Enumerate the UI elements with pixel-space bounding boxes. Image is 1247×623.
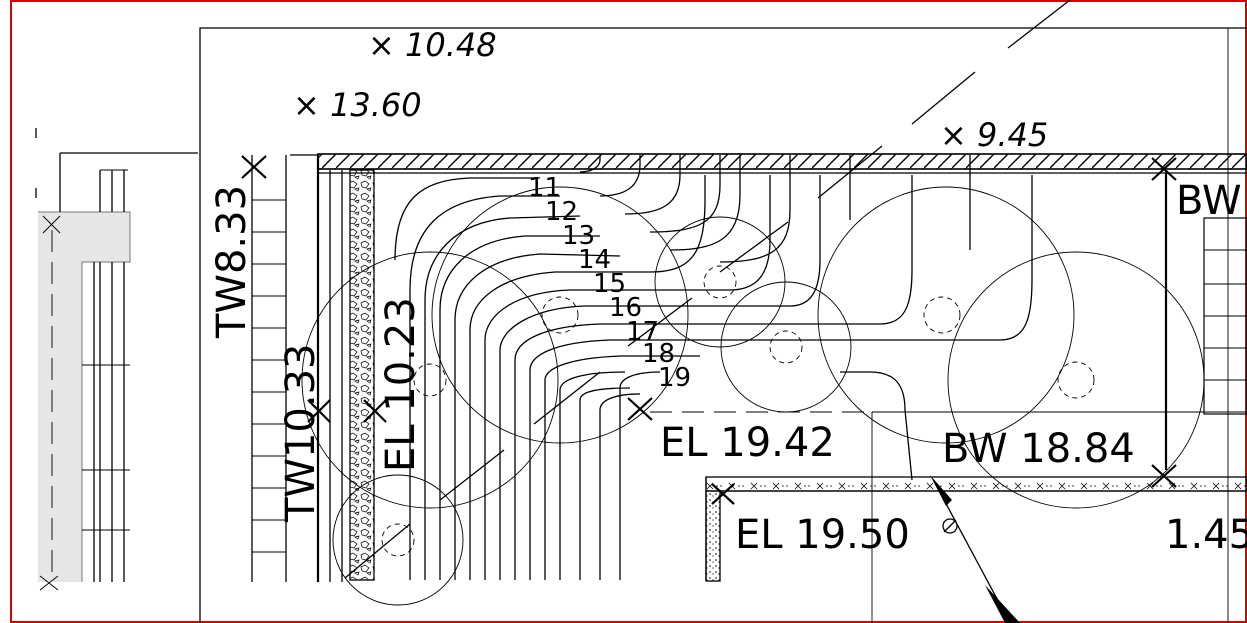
contour-lines (394, 155, 1033, 580)
left-stair-ladder (251, 154, 318, 582)
sheet-border (10, 0, 1247, 623)
top-retaining-wall (317, 153, 1247, 174)
right-building (650, 28, 1247, 623)
label-1-45-cut: 1.45 (1165, 512, 1247, 558)
svg-text:17: 17 (626, 317, 659, 347)
spot-elevation-10-48: × 10.48 (368, 26, 497, 64)
label-bw-cut: BW (1176, 178, 1242, 224)
plan-frame (199, 27, 1247, 623)
leader-arrow (930, 475, 1020, 623)
bottom-retaining-wall (705, 476, 1247, 582)
svg-text:12: 12 (545, 197, 578, 227)
svg-text:13: 13 (562, 221, 595, 251)
svg-text:16: 16 (609, 293, 642, 323)
svg-text:14: 14 (578, 245, 611, 275)
label-el-19-42: EL 19.42 (660, 420, 835, 466)
step-number-labels: 11 12 13 14 15 16 17 18 19 (528, 173, 691, 393)
label-tw-10-33: TW10.33 (278, 344, 324, 524)
label-tw-8-33: TW8.33 (209, 185, 255, 339)
label-el-19-50: EL 19.50 (735, 512, 910, 558)
spot-markers (241, 155, 1177, 505)
label-bw-18-84: BW 18.84 (942, 426, 1135, 472)
spot-elevation-9-45: × 9.45 (940, 116, 1048, 154)
left-retaining-wall (316, 154, 375, 582)
svg-text:18: 18 (642, 339, 675, 369)
label-el-10-23: EL 10.23 (378, 297, 424, 472)
spot-elevation-13-60: × 13.60 (293, 86, 422, 124)
svg-text:11: 11 (528, 173, 561, 203)
svg-text:19: 19 (658, 363, 691, 393)
left-section-strip (35, 128, 198, 591)
svg-text:15: 15 (593, 269, 626, 299)
